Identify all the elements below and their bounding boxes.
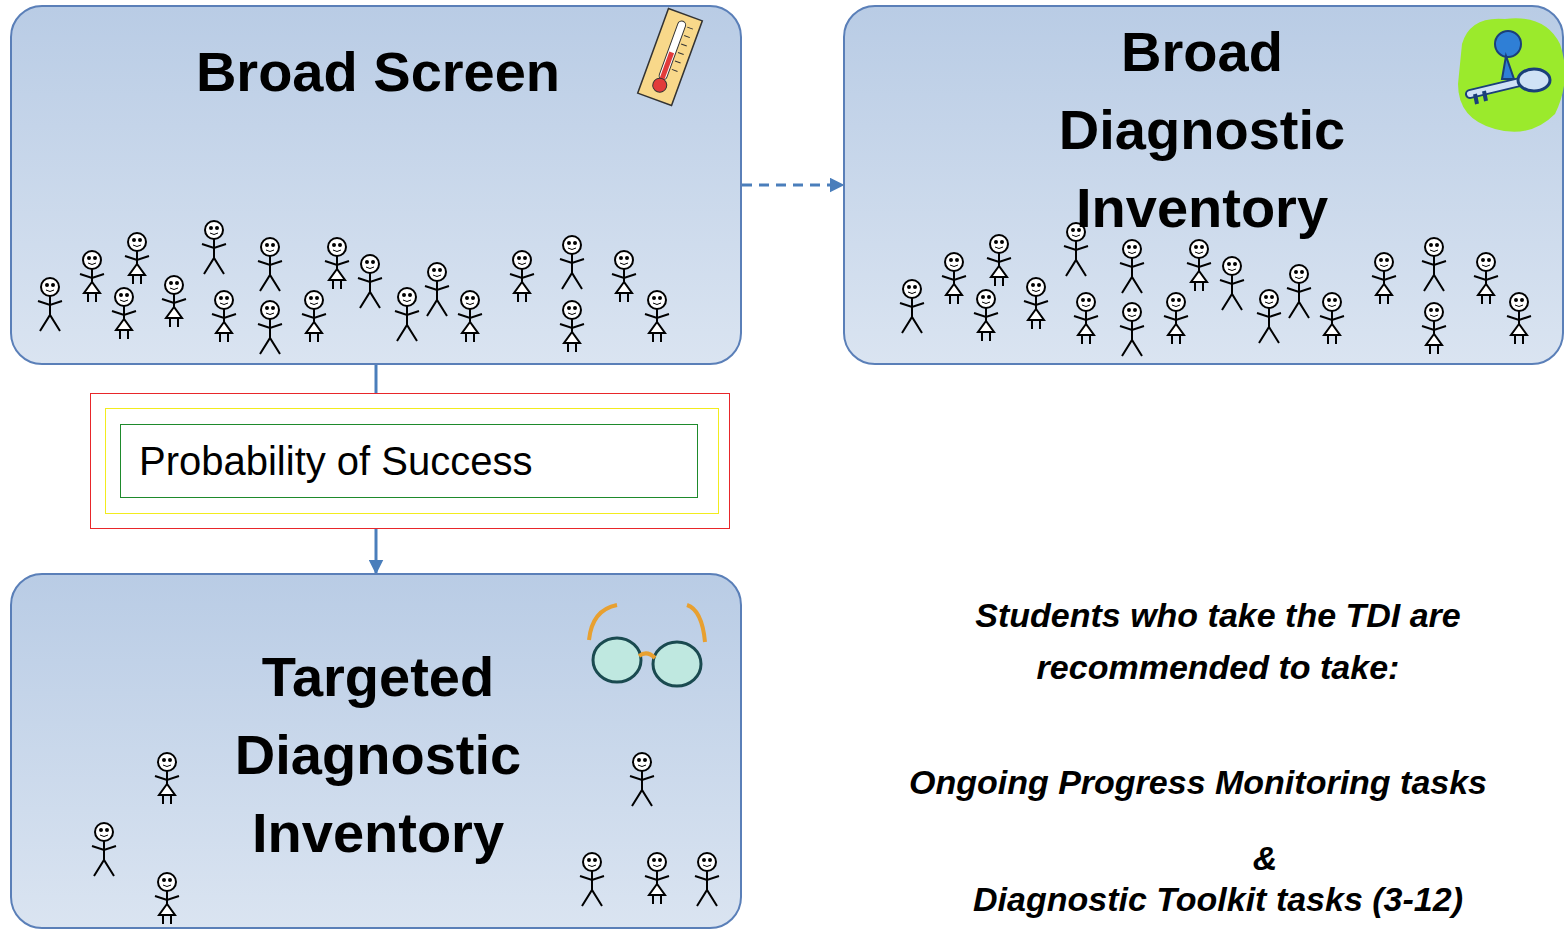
stick-figure: [80, 251, 104, 302]
stick-figure: [560, 301, 584, 352]
stick-figure: [1372, 253, 1396, 304]
stick-figure: [1257, 290, 1281, 343]
label-frame: Probability of Success: [90, 393, 730, 529]
box-title: Targeted Diagnostic Inventory: [168, 638, 588, 872]
stick-figure: [358, 255, 382, 308]
stick-figure: [1422, 238, 1446, 291]
stick-figure: [1187, 240, 1211, 291]
note-text: Diagnostic Toolkit tasks (3-12): [880, 873, 1556, 925]
stick-figure: [202, 221, 226, 274]
stick-figure: [580, 853, 604, 906]
stick-figure: [302, 291, 326, 342]
stick-figure: [395, 288, 419, 341]
stick-figure: [510, 251, 534, 302]
stick-figure: [645, 291, 669, 342]
stick-figure: [1422, 303, 1446, 354]
stick-figure: [258, 301, 282, 354]
stick-figure: [258, 238, 282, 291]
stick-figure: [425, 263, 449, 316]
stick-figure: [645, 853, 669, 904]
stick-figure: [212, 291, 236, 342]
stick-figure: [92, 823, 116, 876]
stick-figure: [1507, 293, 1531, 344]
stick-figure: [38, 278, 62, 331]
box-title: Broad Diagnostic Inventory: [987, 13, 1417, 247]
stick-figure: [1220, 257, 1244, 310]
stick-figure: [1164, 293, 1188, 344]
stick-figure: [1024, 278, 1048, 329]
stick-figure: [325, 238, 349, 289]
stick-figure: [1474, 253, 1498, 304]
stick-figure: [974, 290, 998, 341]
box-title: Broad Screen: [98, 33, 658, 111]
stick-figure: [900, 280, 924, 333]
stick-figure: [612, 251, 636, 302]
stick-figure: [630, 753, 654, 806]
stick-figure: [155, 753, 179, 804]
stick-figure: [1074, 293, 1098, 344]
stick-figure: [162, 276, 186, 327]
inventory-box: Broad Diagnostic Inventory: [843, 5, 1564, 365]
label-frame: Probability of Success: [105, 408, 719, 514]
stick-figure: [560, 236, 584, 289]
edge-label: Probability of Success: [120, 424, 698, 498]
note-text: &: [1160, 832, 1370, 884]
note-text: Ongoing Progress Monitoring tasks: [840, 756, 1556, 808]
stick-figure: [1120, 303, 1144, 356]
stick-figure: [987, 235, 1011, 286]
key-icon: [1458, 18, 1564, 132]
stick-figure: [125, 233, 149, 284]
inventory-box: Targeted Diagnostic Inventory: [10, 573, 742, 929]
inventory-box: Broad Screen: [10, 5, 742, 365]
stick-figure: [1120, 240, 1144, 293]
flow-arrow: [742, 184, 843, 187]
stick-figure: [458, 291, 482, 342]
stick-figure: [695, 853, 719, 906]
stick-figure: [1320, 293, 1344, 344]
stick-figure: [1287, 265, 1311, 318]
note-text: Students who take the TDI are recommende…: [880, 589, 1556, 693]
stick-figure: [942, 253, 966, 304]
stick-figure: [155, 873, 179, 924]
stick-figure: [112, 288, 136, 339]
glasses-icon: [589, 605, 705, 686]
thermometer-icon: [638, 9, 703, 106]
